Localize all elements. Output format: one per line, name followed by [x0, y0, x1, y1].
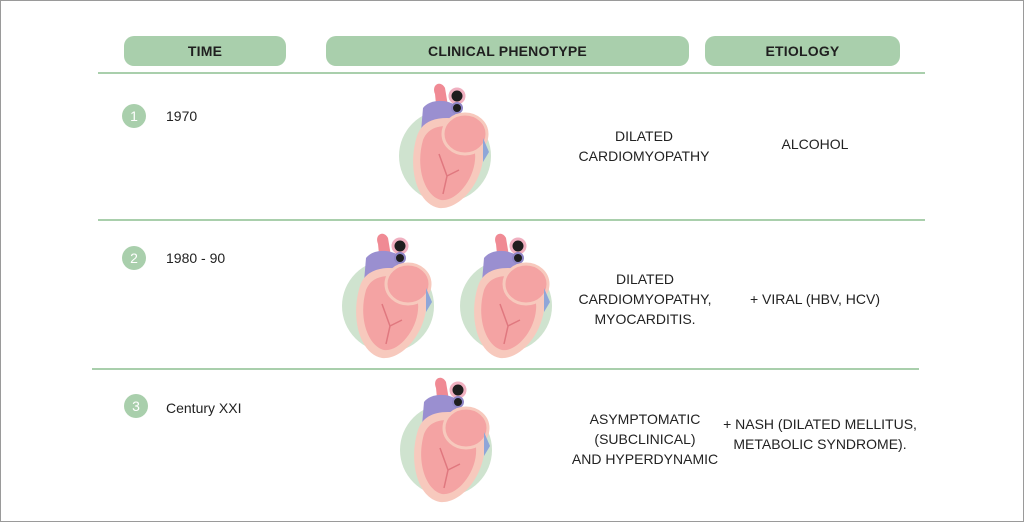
heart-icon [387, 78, 507, 217]
row-time-label: 1970 [166, 108, 198, 124]
header-divider [98, 72, 925, 74]
row-number-badge: 3 [124, 394, 148, 418]
heart-icon [388, 372, 508, 511]
phenotype-line: DILATED [615, 271, 675, 287]
phenotype-line: DILATED [614, 128, 674, 144]
phenotype-line: ASYMPTOMATIC [589, 411, 701, 427]
row-time-label: 1980 - 90 [166, 250, 226, 266]
row-2-etiology-text: + VIRAL (HBV, HCV) [715, 289, 915, 309]
row-divider-1 [98, 219, 925, 221]
row-1-phenotype-text: DILATED CARDIOMYOPATHY [570, 126, 718, 166]
row-divider-2 [92, 368, 919, 370]
phenotype-line: MYOCARDITIS. [594, 311, 696, 327]
header-etiology: ETIOLOGY [705, 36, 900, 66]
header-clinical-phenotype: CLINICAL PHENOTYPE [326, 36, 689, 66]
phenotype-line: CARDIOMYOPATHY, [578, 291, 712, 307]
row-3-etiology-text: + NASH (DILATED MELLITUS, METABOLIC SYND… [714, 414, 926, 454]
row-number-badge: 2 [122, 246, 146, 270]
heart-icon [330, 228, 450, 367]
header-time: TIME [124, 36, 286, 66]
etiology-line: + VIRAL (HBV, HCV) [749, 291, 881, 307]
row-3-phenotype-text: ASYMPTOMATIC (SUBCLINICAL) AND HYPERDYNA… [563, 409, 727, 469]
row-1-etiology-text: ALCOHOL [715, 134, 915, 154]
etiology-line: METABOLIC SYNDROME). [733, 436, 907, 452]
heart-icon [448, 228, 568, 367]
row-time-label: Century XXI [166, 400, 242, 416]
etiology-line: ALCOHOL [781, 136, 849, 152]
etiology-line: + NASH (DILATED MELLITUS, [723, 416, 917, 432]
row-number-badge: 1 [122, 104, 146, 128]
phenotype-line: AND HYPERDYNAMIC [571, 451, 719, 467]
phenotype-line: CARDIOMYOPATHY [578, 148, 710, 164]
row-2-phenotype-text: DILATED CARDIOMYOPATHY, MYOCARDITIS. [565, 269, 725, 329]
phenotype-line: (SUBCLINICAL) [594, 431, 696, 447]
